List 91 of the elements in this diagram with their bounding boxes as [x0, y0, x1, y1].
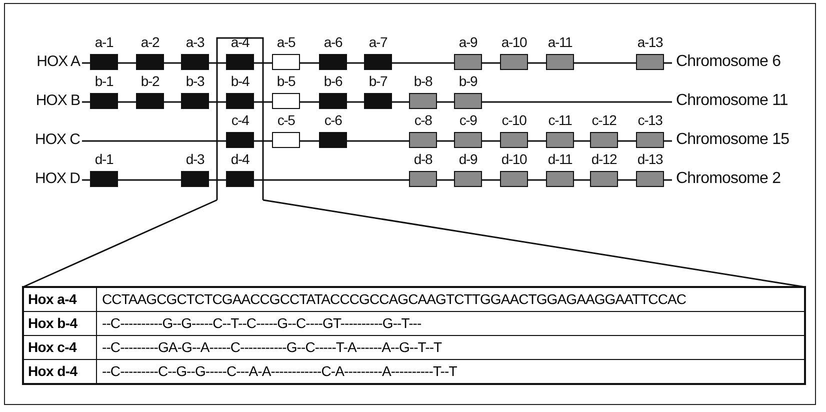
gene-label: b-1 — [94, 73, 114, 90]
gene-label: d-12 — [591, 151, 617, 168]
chromosome-line — [574, 62, 636, 64]
gene-cluster-label: HOX C — [4, 131, 80, 149]
chromosome-line — [82, 179, 90, 181]
chromosome-line — [664, 140, 672, 142]
gene-label: c-5 — [277, 112, 295, 129]
chromosome-line — [618, 140, 636, 142]
gene-label: d-11 — [548, 151, 572, 168]
gene-label: b-6 — [324, 73, 342, 90]
gene-label: c-8 — [414, 112, 432, 129]
chromosome-line — [209, 62, 226, 64]
chromosome-line — [118, 62, 136, 64]
chromosome-line — [347, 101, 364, 103]
chromosome-line — [300, 101, 319, 103]
chromosome-line — [300, 140, 319, 142]
chromosome-line — [300, 62, 319, 64]
gene-label: a-10 — [501, 34, 527, 51]
chromosome-line — [254, 140, 272, 142]
gene-label: b-9 — [458, 73, 478, 90]
gene-label: b-3 — [186, 73, 204, 90]
chromosome-line — [528, 140, 546, 142]
gene-label: a-5 — [276, 34, 296, 51]
chromosome-line — [437, 140, 454, 142]
chromosome-line — [82, 101, 90, 103]
gene-label: a-9 — [458, 34, 478, 51]
gene-label: d-13 — [637, 151, 663, 168]
chromosome-line — [482, 140, 500, 142]
gene-cluster-label: HOX D — [4, 170, 80, 188]
chromosome-label: Chromosome 11 — [676, 92, 788, 110]
gene-label: c-6 — [324, 112, 342, 129]
chromosome-line — [392, 62, 454, 64]
gene-label: c-9 — [459, 112, 477, 129]
chromosome-line — [528, 179, 546, 181]
gene-label: a-2 — [140, 34, 160, 51]
gene-label: a-7 — [368, 34, 388, 51]
gene-label: d-1 — [94, 151, 114, 168]
chromosome-line — [482, 62, 500, 64]
chromosome-line — [392, 101, 409, 103]
chromosome-line — [254, 62, 272, 64]
chromosome-line — [164, 62, 181, 64]
gene-label: c-11 — [548, 112, 572, 129]
chromosome-line — [482, 101, 672, 103]
gene-label: c-4 — [231, 112, 249, 129]
gene-label: b-7 — [368, 73, 388, 90]
chromosome-line — [347, 62, 364, 64]
chromosome-line — [437, 101, 454, 103]
gene-label: d-8 — [414, 151, 432, 168]
gene-cluster-label: HOX B — [4, 92, 80, 110]
chromosome-line — [82, 62, 90, 64]
chromosome-line — [347, 140, 409, 142]
chromosome-label: Chromosome 6 — [676, 53, 781, 71]
chromosome-line — [664, 179, 672, 181]
gene-label: d-4 — [230, 151, 250, 168]
chromosome-line — [209, 179, 226, 181]
chromosome-line — [618, 179, 636, 181]
chromosome-line — [528, 62, 546, 64]
gene-name-cell: Hox b-4 — [23, 312, 96, 336]
chromosome-label: Chromosome 15 — [676, 131, 790, 149]
gene-label: c-12 — [592, 112, 616, 129]
chromosome-line — [209, 101, 226, 103]
gene-label: d-3 — [186, 151, 204, 168]
chromosome-line — [664, 62, 672, 64]
chromosome-line — [254, 101, 272, 103]
gene-cluster-label: HOX A — [4, 53, 80, 71]
chromosome-line — [437, 179, 454, 181]
chromosome-line — [482, 179, 500, 181]
gene-label: a-11 — [548, 34, 572, 51]
chromosome-line — [118, 101, 136, 103]
gene-label: b-5 — [276, 73, 296, 90]
chromosome-label: Chromosome 2 — [676, 170, 781, 188]
gene-label: b-8 — [414, 73, 432, 90]
gene-label: b-2 — [140, 73, 160, 90]
gene-label: c-10 — [502, 112, 526, 129]
chromosome-line — [118, 179, 181, 181]
gene-name-cell: Hox a-4 — [23, 287, 96, 312]
gene-label: c-13 — [638, 112, 662, 129]
chromosome-line — [82, 140, 226, 142]
gene-label: d-10 — [501, 151, 527, 168]
gene-label: a-3 — [186, 34, 204, 51]
gene-label: a-13 — [637, 34, 663, 51]
chromosome-line — [254, 179, 409, 181]
gene-label: d-9 — [458, 151, 478, 168]
gene-label: a-1 — [94, 34, 114, 51]
gene-label: a-4 — [230, 34, 250, 51]
chromosome-line — [574, 140, 590, 142]
chromosome-line — [164, 101, 181, 103]
gene-label: b-4 — [230, 73, 250, 90]
gene-name-cell: Hox c-4 — [23, 336, 96, 360]
chromosome-line — [574, 179, 590, 181]
gene-label: a-6 — [324, 34, 342, 51]
